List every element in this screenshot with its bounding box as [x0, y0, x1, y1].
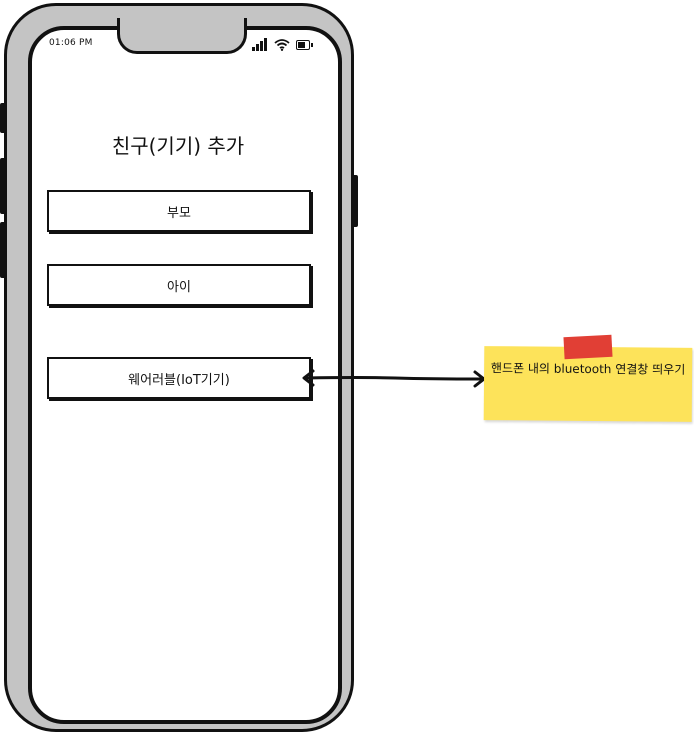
battery-icon [296, 40, 313, 50]
page-title: 친구(기기) 추가 [111, 134, 245, 158]
add-child-label: 아이 [167, 279, 191, 295]
volume-switch [0, 103, 6, 133]
add-parent-button[interactable]: 부모 [47, 190, 311, 232]
sticky-note-tape [563, 334, 613, 360]
volume-down-button [0, 222, 6, 278]
volume-up-button [0, 158, 6, 214]
connector-arrow [302, 369, 486, 388]
add-wearable-button[interactable]: 웨어러블(IoT기기) [47, 357, 311, 399]
add-wearable-label: 웨어러블(IoT기기) [128, 372, 230, 388]
wifi-icon [274, 39, 290, 51]
status-time: 01:06 PM [49, 38, 93, 48]
status-icons [252, 38, 314, 52]
phone-notch [117, 18, 247, 54]
add-child-button[interactable]: 아이 [47, 264, 311, 306]
signal-icon [252, 38, 268, 51]
add-parent-label: 부모 [167, 205, 191, 221]
power-button [352, 175, 358, 227]
sticky-note-text: 핸드폰 내의 bluetooth 연결창 띄우기 [490, 361, 686, 377]
